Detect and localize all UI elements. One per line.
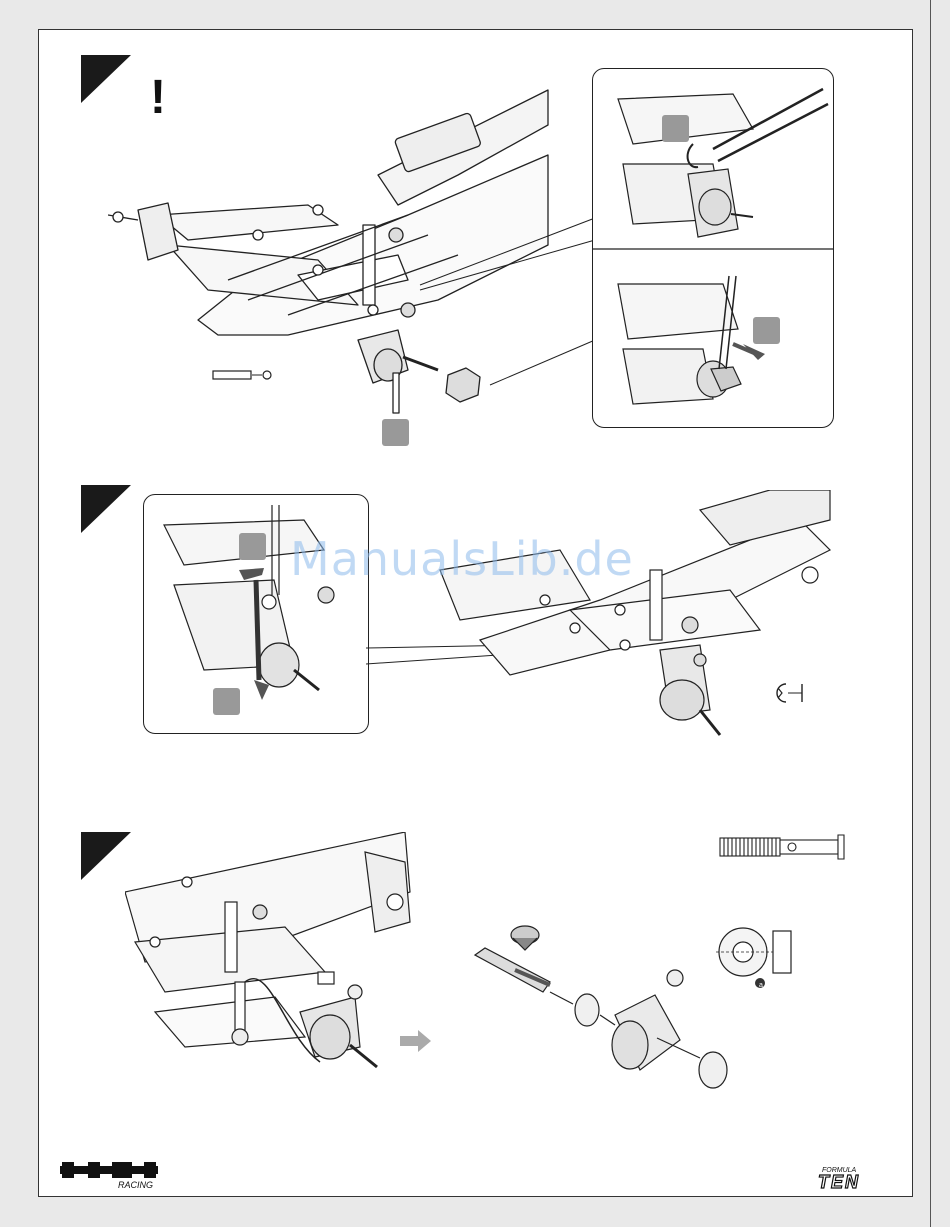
step-2-callout-box-bottom (213, 688, 240, 715)
step-2-detail-drawing (144, 495, 368, 733)
e-clip-icon (766, 680, 808, 706)
washer-label-badge: a (756, 979, 766, 989)
step-3-exploded-view (465, 920, 735, 1095)
step-2-callout-box-top (239, 533, 266, 560)
step-2-detail-callout (143, 494, 369, 734)
step-3-corner-marker (81, 832, 131, 880)
formula-ten-logo: FORMULA TEN (818, 1164, 896, 1190)
hpi-racing-logo: RACING (60, 1160, 165, 1190)
pin-size-icon (212, 368, 274, 382)
washer-label-text: a (759, 982, 763, 989)
step-3-chassis-illustration (125, 832, 415, 1077)
callout-marker-box-top (662, 115, 689, 142)
ten-text: TEN (818, 1172, 860, 1190)
step-1-detail-callout (592, 68, 834, 428)
page-edge-rule (930, 0, 931, 1227)
watermark: ManualsLib.de (290, 532, 634, 586)
next-step-arrow (400, 1030, 432, 1052)
step-1-marker-box (382, 419, 409, 446)
pivot-pin-part-icon (718, 832, 848, 862)
step-2-chassis-illustration (400, 490, 832, 745)
callout-leader-lines (400, 190, 600, 390)
hpi-racing-tagline: RACING (118, 1180, 153, 1190)
step-1-detail-drawings (593, 69, 833, 427)
step-2-corner-marker (81, 485, 131, 533)
callout-marker-box-bottom (753, 317, 780, 344)
